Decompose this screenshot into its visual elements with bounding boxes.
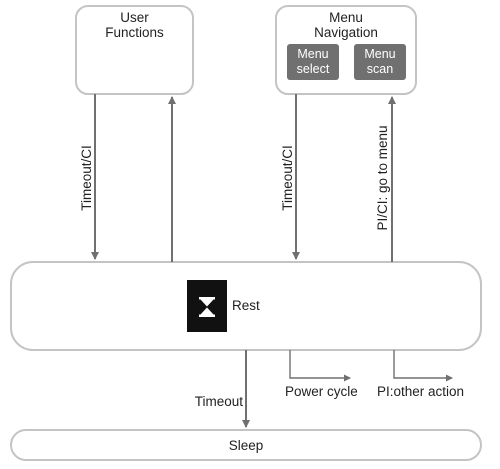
arrow-other-action (393, 350, 453, 382)
menu-navigation-title-line1: Menu (329, 10, 363, 25)
label-rest-to-sleep: Timeout (195, 394, 244, 409)
menu-select-label-line1: Menu (297, 47, 328, 61)
menu-select-button-bg (287, 44, 339, 80)
hourglass-top-bulb (200, 299, 214, 307)
user-functions-title-line1: User (120, 10, 149, 25)
menu-scan-label-line2: scan (367, 62, 393, 76)
user-functions-node: User Functions (75, 5, 194, 95)
user-functions-box (75, 5, 194, 95)
menu-navigation-title-line2: Navigation (314, 25, 378, 40)
hourglass-bottom-bulb (200, 307, 214, 315)
menu-scan-label-line1: Menu (364, 47, 395, 61)
user-functions-title-line2: Functions (105, 25, 164, 40)
label-user-to-rest: Timeout/CI (79, 145, 94, 211)
label-rest-to-menu: PI/CI: go to menu (375, 125, 390, 230)
label-other-action: PI:other action (377, 384, 464, 399)
menu-select-button: Menu select (287, 44, 339, 80)
label-power-cycle: Power cycle (285, 384, 358, 399)
rest-label: Rest (232, 298, 260, 313)
sleep-node: Sleep (10, 429, 482, 461)
sleep-box (10, 429, 482, 461)
arrow-power-cycle (289, 350, 351, 382)
hourglass-bottom-cap (199, 314, 215, 317)
menu-navigation-node: Menu Navigation Menu select Menu scan (275, 5, 417, 95)
menu-select-label-line2: select (297, 62, 330, 76)
hourglass-top-cap (199, 297, 215, 300)
sleep-label: Sleep (229, 438, 264, 453)
label-menu-to-rest: Timeout/CI (280, 145, 295, 211)
rest-node: Rest (10, 261, 482, 351)
menu-scan-button-bg (354, 44, 406, 80)
hourglass-icon (187, 280, 227, 332)
menu-scan-button: Menu scan (354, 44, 406, 80)
